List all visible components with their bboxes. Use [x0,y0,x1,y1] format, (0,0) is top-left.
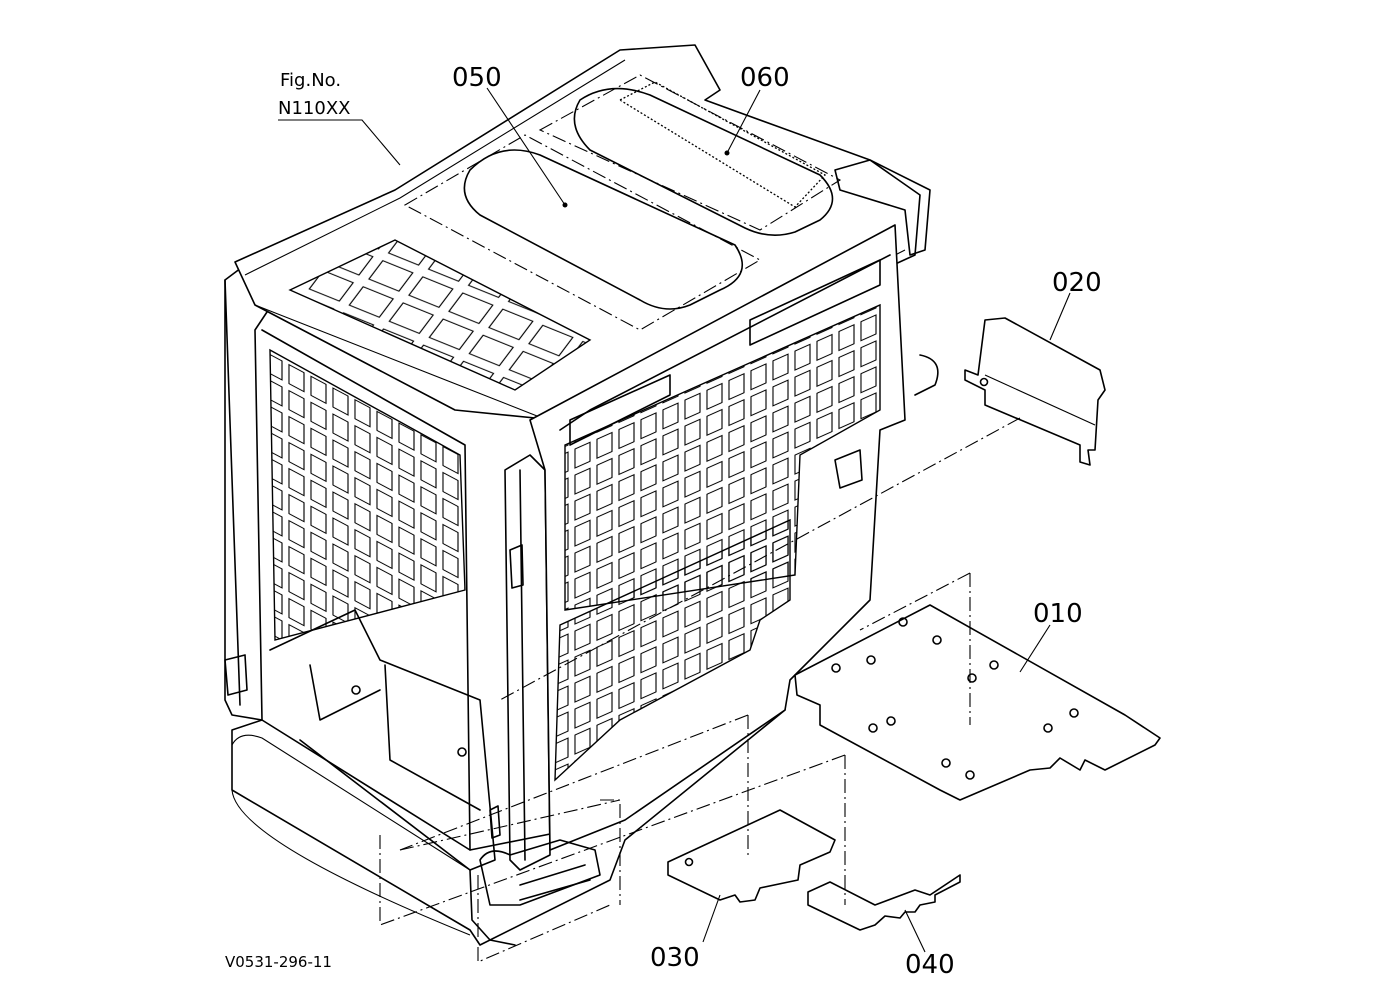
part-020-plate [964,317,1106,466]
callout-060: 060 [740,63,790,93]
callout-030: 030 [650,943,700,973]
fig-no-value: N110XX [278,98,350,119]
fig-no-label: Fig.No. [280,70,341,91]
callout-040: 040 [905,950,955,980]
part-010-floor-plate [794,604,1161,801]
callout-050: 050 [452,63,502,93]
cab-right-mesh-upper [564,303,881,611]
cab-left-mesh [269,348,466,641]
cab-right-mesh-lower [554,518,791,782]
cab-assembly [224,44,939,946]
cab-left-front-post [504,454,551,871]
part-030-plate [667,809,836,903]
leader-lines [278,87,1071,963]
drawing-code: V0531-296-11 [225,953,332,971]
callout-010: 010 [1033,599,1083,629]
part-040-plate [807,874,961,931]
roof-window-060 [538,74,842,231]
labels: Fig.No. N110XX 050 060 020 010 030 040 V… [225,63,1102,980]
cab-right-bracket [834,159,931,256]
roof-vent-grille [288,239,592,391]
roof-window-050 [403,134,762,331]
callout-020: 020 [1052,268,1102,298]
